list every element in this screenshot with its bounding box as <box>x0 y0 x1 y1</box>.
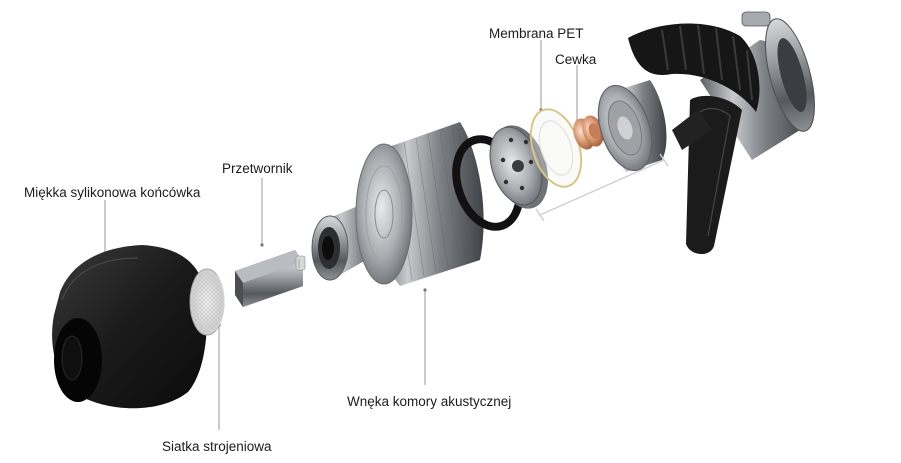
label-driver: Przetwornik <box>222 161 293 176</box>
rear-housing <box>628 11 815 255</box>
label-coil: Cewka <box>555 52 597 67</box>
magnet-cup <box>597 80 667 172</box>
tuning-mesh <box>189 268 225 336</box>
label-pet-membrane: Membrana PET <box>489 26 584 41</box>
front-plate <box>489 125 549 209</box>
label-silicone-tip: Miękka sylikonowa końcówka <box>24 185 201 200</box>
silicone-tip <box>52 245 207 409</box>
label-acoustic-chamber: Wnęka komory akustycznej <box>347 394 512 409</box>
label-tuning-mesh: Siatka strojeniowa <box>162 439 272 454</box>
copper-coil <box>573 115 604 150</box>
dimension-line <box>535 153 669 222</box>
driver-block <box>235 250 306 307</box>
acoustic-chamber <box>311 122 484 286</box>
